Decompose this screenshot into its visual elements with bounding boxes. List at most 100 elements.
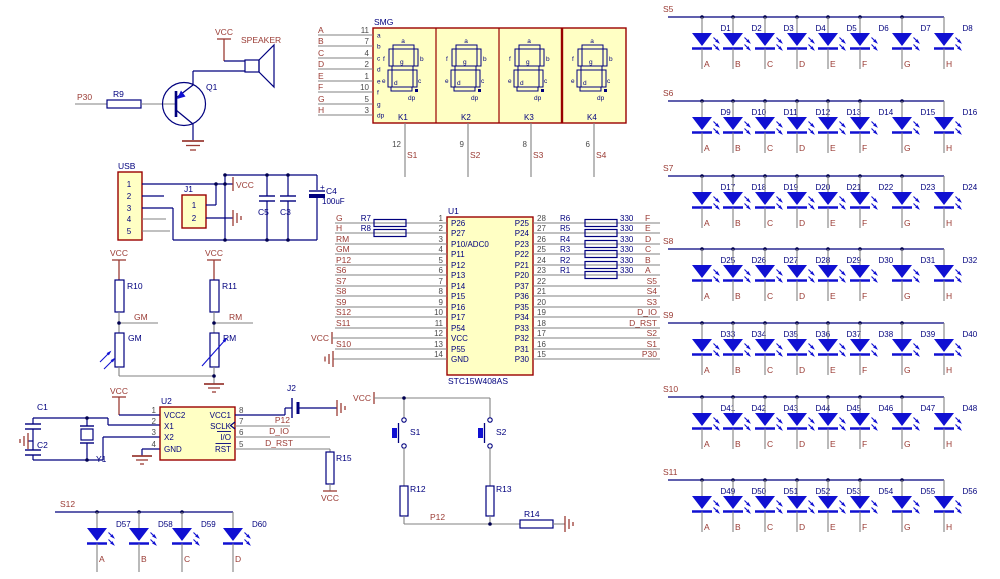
mcu-left-net: S7 bbox=[336, 276, 347, 286]
mcu-pin-number: 10 bbox=[434, 308, 443, 317]
arrow-head bbox=[778, 278, 783, 283]
smg-seg-pin-label: dp bbox=[377, 113, 385, 120]
arrow-head bbox=[873, 198, 878, 203]
rtc-pin-name: GND bbox=[164, 445, 182, 454]
usb-pin-number: 1 bbox=[127, 180, 132, 189]
mcu-left-net: P12 bbox=[336, 255, 351, 265]
smg-seg-pin-label: d bbox=[377, 67, 381, 74]
mcu-pin-name: P24 bbox=[515, 229, 530, 238]
led-icon bbox=[723, 265, 743, 278]
arrow-head bbox=[110, 357, 116, 363]
mcu-pin-number: 26 bbox=[537, 235, 546, 244]
photoresistor-body bbox=[114, 332, 125, 368]
led-icon bbox=[692, 192, 712, 205]
arrow-head bbox=[841, 509, 846, 514]
arrow-head bbox=[715, 123, 720, 128]
arrow-head bbox=[715, 46, 720, 51]
led-designator: D40 bbox=[963, 330, 978, 339]
arrow-head bbox=[841, 502, 846, 507]
vcc-label: VCC bbox=[215, 27, 233, 37]
arrow-head bbox=[778, 352, 783, 357]
segment-b-icon bbox=[539, 48, 545, 67]
resistor-label: R5 bbox=[560, 224, 571, 233]
mcu-left-net: S12 bbox=[336, 307, 351, 317]
arrow-head bbox=[957, 509, 962, 514]
resistor-label-r10: R10 bbox=[127, 281, 143, 291]
mcu-pin-name: P31 bbox=[515, 345, 530, 354]
led-designator: D38 bbox=[879, 330, 894, 339]
mcu-pin-name: P15 bbox=[451, 292, 466, 301]
resistor-label-r14: R14 bbox=[524, 509, 540, 519]
led-net-label: H bbox=[946, 365, 952, 375]
arrow-head bbox=[715, 426, 720, 431]
j1-pin-number: 2 bbox=[192, 214, 197, 223]
segment-label: b bbox=[609, 56, 613, 63]
arrow-head bbox=[873, 46, 878, 51]
arrow-head bbox=[810, 509, 815, 514]
led-icon bbox=[818, 117, 838, 130]
arrow-head bbox=[746, 39, 751, 44]
led-net-label: C bbox=[184, 554, 190, 564]
smg-input-pin: 4 bbox=[365, 49, 370, 58]
led-icon bbox=[692, 33, 712, 46]
led-net-label: B bbox=[141, 554, 147, 564]
led-icon bbox=[755, 117, 775, 130]
vcc-label: VCC bbox=[321, 493, 339, 503]
resistor-body bbox=[584, 270, 618, 280]
resistor-body bbox=[373, 218, 407, 228]
segment-label: b bbox=[420, 56, 424, 63]
arrow-head bbox=[915, 271, 920, 276]
led-icon bbox=[892, 265, 912, 278]
arrow-head bbox=[152, 541, 157, 546]
led-icon bbox=[850, 117, 870, 130]
mcu-pin-number: 12 bbox=[434, 329, 443, 338]
led-icon bbox=[755, 496, 775, 509]
led-net-label: F bbox=[862, 59, 867, 69]
arrow-head bbox=[746, 205, 751, 210]
arrow-head bbox=[746, 271, 751, 276]
smg-input-net: E bbox=[318, 71, 324, 81]
arrow-head bbox=[746, 278, 751, 283]
led-designator: D32 bbox=[963, 256, 978, 265]
resistor-body bbox=[325, 451, 335, 485]
smg-common-net: S4 bbox=[596, 150, 607, 160]
led-designator: D26 bbox=[752, 256, 767, 265]
rtc-section: C1 C2 Y1 VCC U2 bbox=[19, 383, 352, 503]
vcc-label: VCC bbox=[353, 393, 371, 403]
resistor-value: 330 bbox=[620, 235, 634, 244]
mcu-right-net: F bbox=[645, 213, 650, 223]
arrow-head bbox=[841, 39, 846, 44]
junction-dot bbox=[212, 321, 216, 325]
arrow-head bbox=[746, 123, 751, 128]
resistor-value: 330 bbox=[620, 266, 634, 275]
arrow-head bbox=[957, 426, 962, 431]
arrow-head bbox=[841, 345, 846, 350]
led-net-label: H bbox=[946, 59, 952, 69]
net-label-dio: D_IO bbox=[269, 426, 289, 436]
led-net-label: D bbox=[799, 365, 805, 375]
led-net-label: D bbox=[799, 439, 805, 449]
segment-a-icon bbox=[518, 44, 541, 50]
led-designator: D2 bbox=[752, 24, 763, 33]
arrow-head bbox=[746, 352, 751, 357]
junction-dot bbox=[223, 182, 227, 186]
mcu-right-net: P30 bbox=[642, 349, 657, 359]
led-net-label: G bbox=[904, 143, 911, 153]
arrow-head bbox=[915, 345, 920, 350]
segment-label: c bbox=[418, 78, 422, 85]
thermistor-body bbox=[209, 332, 220, 368]
segment-d-icon bbox=[516, 86, 539, 92]
mcu-pin-name: P22 bbox=[515, 250, 530, 259]
mcu-pin-name: P37 bbox=[515, 282, 530, 291]
arrow-head bbox=[778, 271, 783, 276]
arrow-head bbox=[715, 205, 720, 210]
led-designator: D36 bbox=[816, 330, 831, 339]
led-designator: D20 bbox=[816, 183, 831, 192]
led-icon bbox=[755, 33, 775, 46]
arrow-head bbox=[957, 123, 962, 128]
arrow-head bbox=[873, 39, 878, 44]
arrow-head bbox=[873, 271, 878, 276]
arrow-head bbox=[715, 345, 720, 350]
rtc-pin-number: 7 bbox=[239, 417, 244, 426]
